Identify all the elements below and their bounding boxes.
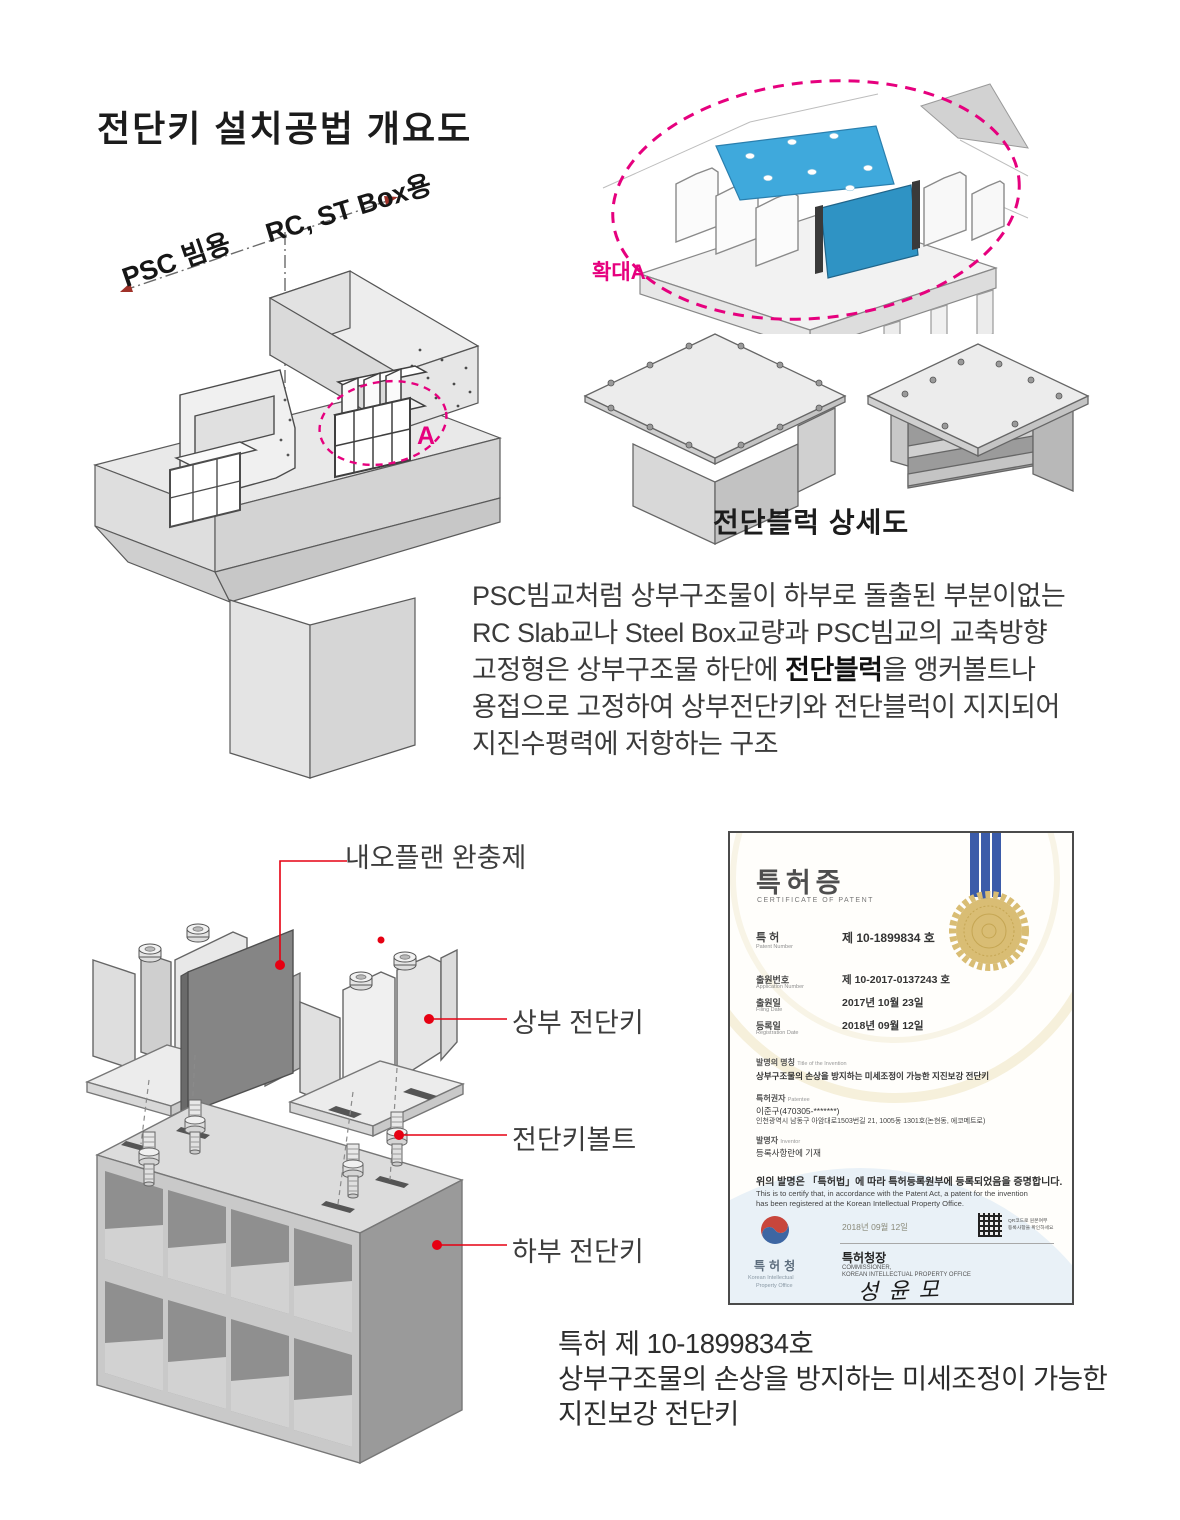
patentee-label: 특허권자 Patentee (756, 1094, 810, 1103)
neoprene-pad-label: 내오플랜 완충제 (345, 843, 527, 873)
description-line: 지진수평력에 저항하는 구조 (472, 729, 779, 759)
registration-date-label: 등록일 (756, 1021, 781, 1031)
page-title: 전단키 설치공법 개요도 (97, 108, 473, 149)
zoom-a-label: 확대A (592, 261, 646, 284)
registration-date-label-en: Registration Date (756, 1030, 799, 1036)
detail-a-marker: A (417, 422, 436, 450)
right-stiffener-plates (923, 171, 1005, 248)
certificate-heading-en: CERTIFICATE OF PATENT (757, 897, 874, 904)
psc-corbel-assembly (169, 369, 296, 529)
patent-note-line: 지진보강 전단키 (558, 1398, 739, 1429)
main-installation-diagram (93, 196, 502, 779)
gold-seal (949, 833, 1029, 971)
pier-cap (93, 391, 502, 604)
hex-nut (186, 923, 210, 943)
inventor-label: 발명자 Inventor (756, 1136, 801, 1145)
issue-date: 2018년 09월 12일 (842, 1222, 909, 1232)
patent-certificate: 특허증 CERTIFICATE OF PATENT 특 허 Patent Num… (728, 831, 1074, 1305)
qr-note: QR코드로 원본여부 등록사항을 확인하세요 (1008, 1219, 1054, 1231)
filing-date-label: 출원일 (756, 998, 781, 1008)
application-number-value: 제 10-2017-0137243 호 (842, 974, 951, 986)
commissioner-en2: KOREAN INTELLECTUAL PROPERTY OFFICE (842, 1272, 971, 1278)
application-number-label: 출원번호 (756, 975, 790, 985)
certificate-statement-kr: 위의 발명은 「특허법」에 따라 특허등록원부에 등록되었음을 증명합니다. (756, 1177, 1063, 1188)
invention-title-label: 발명의 명칭 Title of the Invention (756, 1058, 847, 1067)
certificate-statement-en1: This is to certify that, in accordance w… (756, 1189, 1028, 1198)
callout-leaders (279, 860, 507, 1246)
inventor-note: 등록사항란에 기재 (756, 1148, 821, 1158)
shear-block-caption: 전단블럭 상세도 (713, 507, 910, 538)
exploded-assembly-diagram (85, 860, 507, 1465)
patentee-address: 인천광역시 남동구 아암대로1503번길 21, 1005동 1301호(논현동… (756, 1118, 986, 1125)
patent-note: 특허 제 10-1899834호 상부구조물의 손상을 방지하는 미세조정이 가… (558, 1326, 1108, 1431)
kipo-taegeuk-logo (761, 1216, 789, 1244)
patent-number-label-en: Patent Number (756, 944, 793, 950)
kipo-office-en1: Korean Intellectual (748, 1275, 794, 1281)
application-number-label-en: Application Number (756, 984, 804, 990)
certificate-statement-en2: has been registered at the Korean Intell… (756, 1199, 964, 1208)
neoprene-pad (180, 928, 294, 1120)
hex-nut (138, 943, 162, 963)
magnifier-ellipse (611, 79, 1021, 321)
pier-column (229, 597, 416, 779)
edge-strips (815, 180, 920, 274)
commissioner-signature: 성윤모 (857, 1277, 950, 1305)
patent-note-line: 특허 제 10-1899834호 (558, 1328, 814, 1359)
shear-block-keyword: 전단블럭 (785, 655, 883, 685)
gray-plate (919, 83, 1029, 149)
shear-key-bolt-label: 전단키볼트 (512, 1125, 637, 1155)
shear-key-assembly (332, 365, 429, 479)
description-line: 고정형은 상부구조물 하단에 전단블럭을 앵커볼트나 (472, 655, 1036, 685)
ribbon (970, 833, 1001, 903)
kipo-office-kr: 특허청 (754, 1259, 800, 1273)
description-line: 용접으로 고정하여 상부전단키와 전단블럭이 지지되어 (472, 692, 1060, 722)
signature-rule (840, 1243, 1054, 1244)
patentee-name: 이준구(470305-*******) (756, 1106, 840, 1116)
callout-dots (275, 960, 442, 1250)
background-lines (602, 93, 1029, 219)
commissioner-kr: 특허청장 (842, 1251, 887, 1265)
description-paragraph: PSC빔교처럼 상부구조물이 하부로 돌출된 부분이없는 RC Slab교나 S… (472, 578, 1072, 763)
lower-shear-key-label: 하부 전단키 (512, 1237, 644, 1267)
shear-block-right (866, 343, 1090, 492)
upper-shear-key-label: 상부 전단키 (512, 1008, 644, 1038)
description-line: PSC빔교처럼 상부구조물이 하부로 돌출된 부분이없는 (472, 581, 1066, 611)
registration-date-value: 2018년 09월 12일 (842, 1020, 924, 1032)
hex-nut (393, 951, 417, 971)
certificate-heading: 특허증 (756, 868, 846, 898)
patent-number-value: 제 10-1899834 호 (842, 931, 935, 945)
axis-arrowheads (120, 196, 398, 292)
qr-code (978, 1213, 1002, 1237)
patent-note-line: 상부구조물의 손상을 방지하는 미세조정이 가능한 (558, 1363, 1108, 1394)
upper-shear-key-right (287, 948, 466, 1138)
invention-title-value: 상부구조물의 손상을 방지하는 미세조정이 가능한 지진보강 전단키 (756, 1071, 990, 1081)
commissioner-en1: COMMISSIONER, (842, 1265, 892, 1271)
kipo-office-en2: Property Office (756, 1283, 793, 1289)
lower-key-cells (105, 1171, 352, 1447)
certificate-deco-ring (730, 833, 1072, 1103)
small-red-dot (377, 936, 385, 944)
hex-nut (349, 971, 373, 991)
patent-number-label: 특 허 (756, 932, 780, 944)
filing-date-value: 2017년 10월 23일 (842, 997, 924, 1009)
shear-block-details (583, 333, 1090, 546)
blue-side-plate (820, 184, 919, 279)
blue-top-plate (715, 125, 895, 201)
filing-date-label-en: Filing Date (756, 1007, 783, 1013)
shear-block-left (583, 333, 847, 546)
description-line: RC Slab교나 Steel Box교량과 PSC빔교의 교축방향 (472, 618, 1048, 648)
magnified-detail-view (602, 79, 1029, 334)
